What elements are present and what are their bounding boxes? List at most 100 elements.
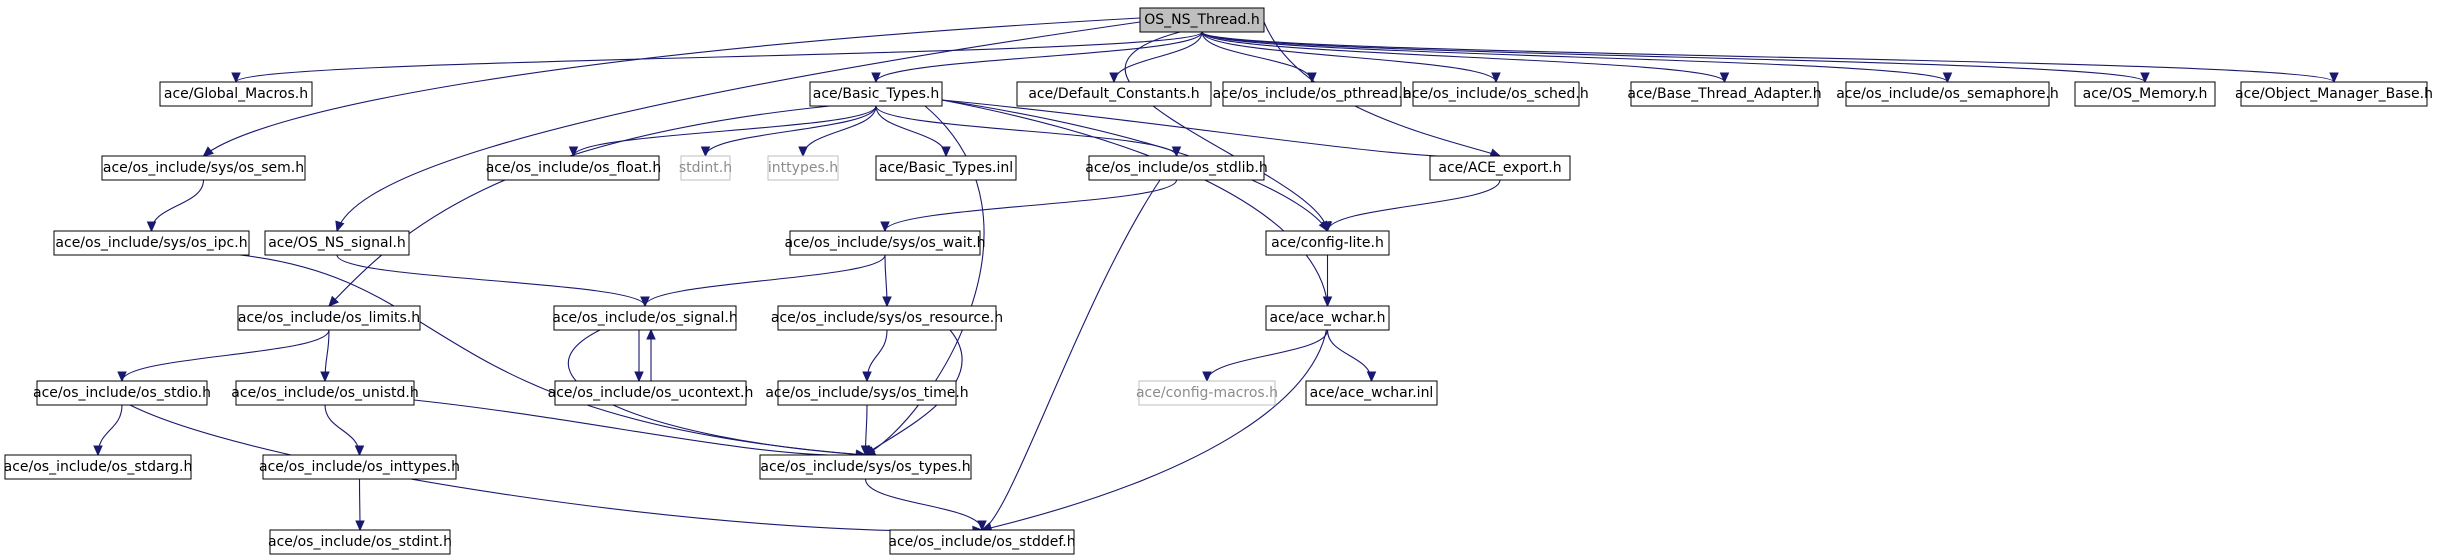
node-object-manager-base[interactable]: ace/Object_Manager_Base.h: [2235, 81, 2433, 107]
node-label: ace/os_include/sys/os_types.h: [760, 459, 970, 475]
node-os-pthread[interactable]: ace/os_include/os_pthread.h: [1213, 81, 1412, 107]
node-label: stdint.h: [679, 160, 732, 176]
arrowhead-icon: [1366, 371, 1377, 383]
node-os-memory[interactable]: ace/OS_Memory.h: [2074, 81, 2216, 107]
arrowhead-icon: [146, 221, 157, 233]
node-os-stddef[interactable]: ace/os_include/os_stddef.h: [888, 529, 1076, 555]
edge-line: [413, 399, 866, 456]
arrowhead-icon: [93, 445, 103, 457]
arrowhead-icon: [871, 72, 881, 84]
arrowhead-icon: [1719, 72, 1730, 84]
node-config-lite[interactable]: ace/config-lite.h: [1265, 230, 1390, 256]
node-os-stdint[interactable]: ace/os_include/os_stdint.h: [268, 529, 452, 555]
edge-sys_os_wait-to-sys_os_resource: [882, 254, 892, 308]
node-os-unistd[interactable]: ace/os_include/os_unistd.h: [231, 380, 419, 406]
edge-root-to-object_manager_base: [1201, 31, 2339, 84]
node-label: ace/os_include/os_sched.h: [1403, 86, 1588, 102]
node-box: [789, 230, 981, 256]
node-label: ace/os_include/sys/os_resource.h: [771, 310, 1003, 326]
arrowhead-icon: [2140, 72, 2150, 84]
node-os-stdlib[interactable]: ace/os_include/os_stdlib.h: [1085, 155, 1268, 181]
arrowhead-icon: [117, 371, 127, 383]
node-ace-export[interactable]: ace/ACE_export.h: [1429, 155, 1571, 181]
node-label: ace/os_include/os_ucontext.h: [548, 385, 754, 401]
arrowhead-icon: [700, 146, 711, 158]
node-box: [1139, 7, 1265, 33]
node-os-semaphore[interactable]: ace/os_include/os_semaphore.h: [1836, 81, 2059, 107]
node-os-sched[interactable]: ace/os_include/os_sched.h: [1403, 81, 1589, 107]
node-sys-os-types[interactable]: ace/os_include/sys/os_types.h: [759, 454, 972, 480]
node-box: [554, 380, 747, 406]
node-base-thread-adapter[interactable]: ace/Base_Thread_Adapter.h: [1627, 81, 1822, 107]
arrowhead-icon: [862, 371, 872, 383]
node-basic-types-inl[interactable]: ace/Basic_Types.inl: [875, 155, 1017, 181]
edge-basic_types-to-os_limits: [328, 105, 831, 307]
edge-os_ucontext-to-os_signal: [646, 328, 656, 382]
node-box: [553, 305, 737, 331]
node-sys-os-time[interactable]: ace/os_include/sys/os_time.h: [765, 380, 969, 406]
arrowhead-icon: [646, 328, 656, 340]
edge-line: [129, 404, 983, 532]
node-os-inttypes[interactable]: ace/os_include/os_inttypes.h: [259, 454, 460, 480]
node-ace-wchar-inl[interactable]: ace/ace_wchar.inl: [1305, 380, 1438, 406]
node-box: [2074, 81, 2216, 107]
edge-line: [1326, 179, 1501, 232]
node-box: [809, 81, 943, 107]
node-label: ace/os_include/os_pthread.h: [1213, 86, 1412, 102]
edge-root-to-os_ns_signal: [335, 21, 1141, 233]
edge-line: [644, 254, 886, 307]
node-label: ace/os_include/os_inttypes.h: [259, 459, 460, 475]
node-inttypes[interactable]: inttypes.h: [767, 155, 839, 181]
node-sys-os-sem[interactable]: ace/os_include/sys/os_sem.h: [101, 155, 306, 181]
arrowhead-icon: [1202, 371, 1212, 383]
node-config-macros[interactable]: ace/config-macros.h: [1136, 380, 1278, 406]
node-label: ace/os_include/sys/os_ipc.h: [55, 235, 247, 251]
edge-line: [884, 179, 1178, 232]
arrowhead-icon: [202, 146, 214, 157]
arrowhead-icon: [941, 146, 951, 158]
node-box: [36, 380, 208, 406]
node-os-signal[interactable]: ace/os_include/os_signal.h: [552, 305, 738, 331]
node-box: [262, 454, 457, 480]
node-default-constants[interactable]: ace/Default_Constants.h: [1016, 81, 1212, 107]
node-box: [767, 155, 839, 181]
node-box: [53, 230, 250, 256]
node-os-ucontext[interactable]: ace/os_include/os_ucontext.h: [548, 380, 754, 406]
node-sys-os-ipc[interactable]: ace/os_include/sys/os_ipc.h: [53, 230, 250, 256]
node-layer: OS_NS_Thread.h ace/Global_Macros.h ace/Bas…: [4, 7, 2433, 555]
node-os-stdio[interactable]: ace/os_include/os_stdio.h: [33, 380, 211, 406]
arrowhead-icon: [1322, 296, 1333, 308]
node-box: [235, 380, 415, 406]
edge-line: [203, 17, 1141, 157]
node-label: ace/os_include/os_unistd.h: [231, 385, 418, 401]
node-sys-os-wait[interactable]: ace/os_include/sys/os_wait.h: [784, 230, 986, 256]
node-basic-types[interactable]: ace/Basic_Types.h: [809, 81, 943, 107]
edge-line: [875, 105, 1178, 157]
node-stdint[interactable]: stdint.h: [679, 155, 732, 181]
node-box: [777, 380, 957, 406]
edge-os_unistd-to-os_inttypes: [324, 404, 365, 457]
node-os-float[interactable]: ace/os_include/os_float.h: [486, 155, 662, 181]
node-label: ace/os_include/sys/os_wait.h: [784, 235, 985, 251]
node-label: ace/os_include/os_stdio.h: [33, 385, 211, 401]
edge-root-to-os_pthread: [1201, 31, 1317, 84]
node-os-ns-signal[interactable]: ace/OS_NS_signal.h: [264, 230, 410, 256]
node-sys-os-resource[interactable]: ace/os_include/sys/os_resource.h: [771, 305, 1003, 331]
node-global-macros[interactable]: ace/Global_Macros.h: [159, 81, 313, 107]
arrowhead-icon: [640, 296, 650, 308]
node-ace-wchar[interactable]: ace/ace_wchar.h: [1265, 305, 1390, 331]
node-box: [4, 454, 192, 480]
node-os-stdarg[interactable]: ace/os_include/os_stdarg.h: [4, 454, 193, 480]
edge-line: [1326, 329, 1373, 382]
node-root[interactable]: OS_NS_Thread.h: [1139, 7, 1265, 33]
arrowhead-icon: [2329, 72, 2339, 84]
node-label: ace/ace_wchar.inl: [1310, 385, 1434, 401]
node-box: [1088, 155, 1265, 181]
edge-ace_wchar-to-ace_wchar_inl: [1326, 329, 1377, 383]
arrowhead-icon: [634, 371, 644, 383]
edge-line: [1263, 21, 1501, 157]
edge-line: [235, 31, 1203, 83]
node-os-limits[interactable]: ace/os_include/os_limits.h: [237, 305, 421, 331]
edge-basic_types-to-stdint: [700, 105, 877, 158]
edge-basic_types-to-basic_types_inl: [875, 105, 951, 158]
